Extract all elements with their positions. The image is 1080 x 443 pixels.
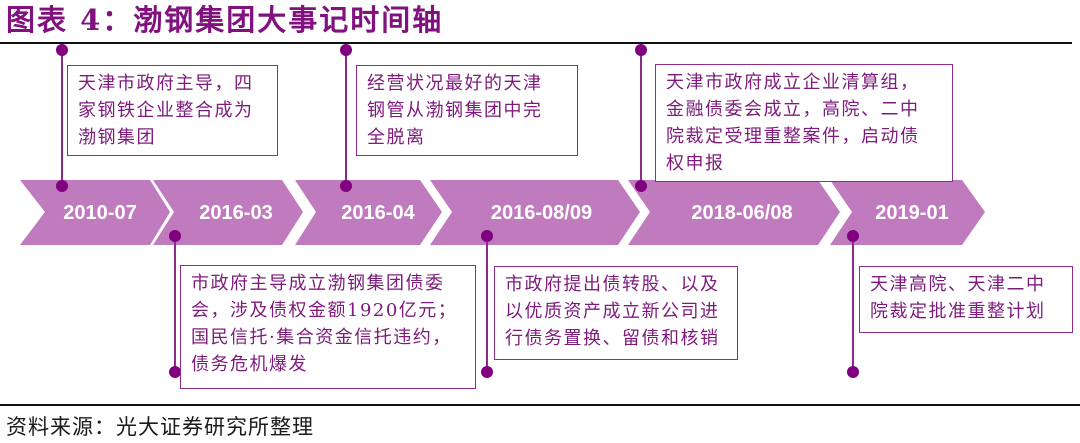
connector-dot	[340, 180, 352, 192]
bottom-divider	[0, 404, 1080, 406]
event-text: 行债务置换、留债和核销	[505, 328, 720, 349]
event-text: 经营状况最好的天津	[367, 73, 543, 94]
event-text: 市政府提出债转股、以及	[505, 274, 720, 295]
event-text: 院裁定受理重整案件，启动债	[666, 126, 920, 147]
event-text: 金融债委会成立，高院、二中	[666, 99, 920, 120]
chevron-2019-01	[830, 180, 985, 245]
event-box-2010-07: 天津市政府主导，四 家钢铁企业整合成为 渤钢集团	[67, 65, 278, 156]
connector-dot	[340, 44, 352, 56]
event-text: 以优质资产成立新公司进	[505, 301, 720, 322]
event-text: 债务危机爆发	[191, 354, 308, 375]
top-divider	[0, 42, 1072, 44]
event-box-2016-04: 经营状况最好的天津 钢管从渤钢集团中完 全脱离	[356, 65, 578, 156]
connector-dot	[635, 180, 647, 192]
connector-line	[61, 50, 63, 186]
date-label: 2010-07	[63, 202, 137, 224]
event-text: 天津高院、天津二中	[870, 274, 1046, 295]
source-note: 资料来源：光大证券研究所整理	[6, 415, 314, 439]
event-text: 会，涉及债权金额1920亿元；	[191, 300, 458, 321]
connector-dot	[635, 44, 647, 56]
connector-dot	[481, 230, 493, 242]
connector-dot	[481, 366, 493, 378]
event-box-2018-06-08: 天津市政府成立企业清算组， 金融债委会成立，高院、二中 院裁定受理重整案件，启动…	[655, 64, 953, 182]
date-label: 2016-04	[341, 202, 415, 224]
figure-title: 图表 4：渤钢集团大事记时间轴	[6, 3, 444, 37]
date-label: 2018-06/08	[691, 202, 793, 224]
date-label: 2019-01	[875, 202, 949, 224]
event-text: 院裁定批准重整计划	[870, 301, 1046, 322]
event-text: 全脱离	[367, 127, 426, 148]
connector-dot	[169, 366, 181, 378]
connector-line	[345, 50, 347, 186]
event-text: 天津市政府成立企业清算组，	[666, 72, 920, 93]
event-text: 渤钢集团	[78, 127, 156, 148]
date-label: 2016-03	[199, 202, 273, 224]
connector-dot	[56, 44, 68, 56]
chevron-2016-03	[153, 180, 303, 245]
connector-dot	[847, 230, 859, 242]
event-text: 天津市政府主导，四	[78, 73, 254, 94]
event-box-2016-08-09: 市政府提出债转股、以及 以优质资产成立新公司进 行债务置换、留债和核销	[494, 266, 738, 360]
event-box-2016-03: 市政府主导成立渤钢集团债委 会，涉及债权金额1920亿元； 国民信托·集合资金信…	[180, 265, 476, 389]
chevron-2018-06-08	[628, 180, 840, 245]
connector-line	[486, 236, 488, 376]
event-text: 家钢铁企业整合成为	[78, 100, 254, 121]
date-label: 2016-08/09	[490, 202, 593, 224]
chevron-2016-04	[295, 180, 442, 245]
chevron-2016-08-09	[430, 180, 640, 245]
event-text: 市政府主导成立渤钢集团债委	[191, 273, 445, 294]
connector-line	[174, 236, 176, 376]
connector-dot	[847, 366, 859, 378]
connector-dot	[56, 180, 68, 192]
connector-line	[640, 50, 642, 186]
event-box-2019-01: 天津高院、天津二中 院裁定批准重整计划	[859, 266, 1073, 333]
chevron-2010-07	[20, 180, 170, 245]
connector-line	[852, 236, 854, 376]
connector-dot	[169, 230, 181, 242]
event-text: 钢管从渤钢集团中完	[367, 100, 543, 121]
event-text: 国民信托·集合资金信托违约，	[191, 327, 452, 348]
event-text: 权申报	[666, 153, 725, 174]
